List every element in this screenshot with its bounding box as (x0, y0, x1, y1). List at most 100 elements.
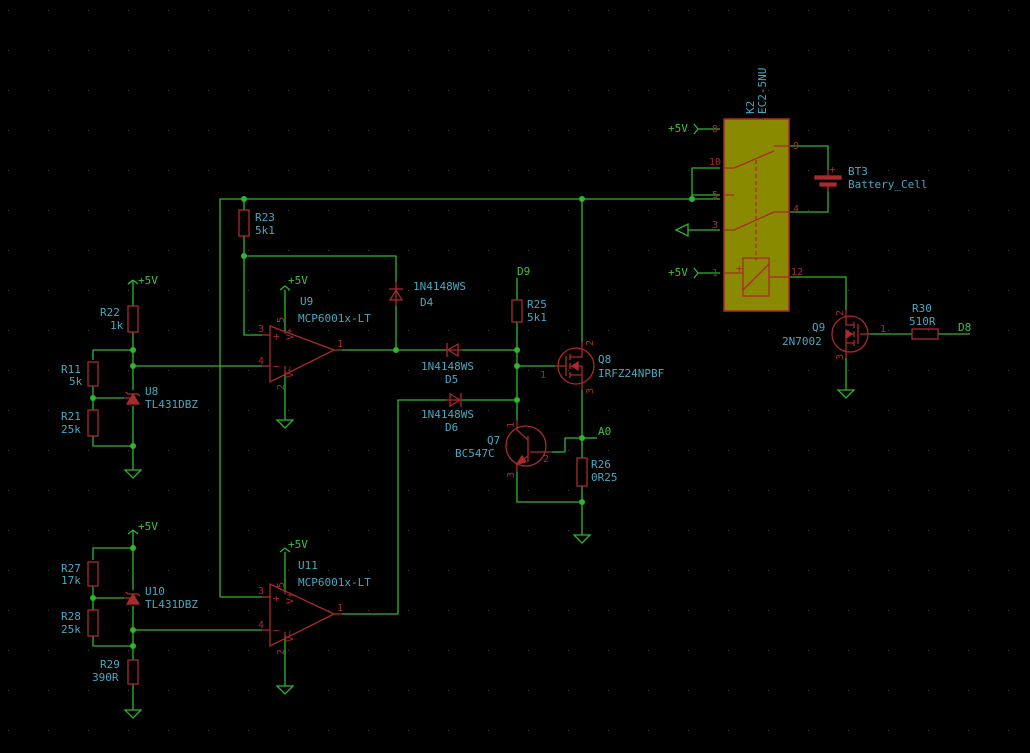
svg-text:2: 2 (543, 454, 549, 465)
net-d9: D9 (517, 265, 530, 278)
mosfet-q8: 1 2 3 Q8 IRFZ24NPBF (540, 340, 664, 394)
svg-text:+: + (736, 262, 743, 275)
svg-text:1k: 1k (110, 319, 124, 332)
svg-text:17k: 17k (61, 574, 81, 587)
grid-dots (8, 10, 1009, 731)
svg-text:510R: 510R (909, 315, 936, 328)
svg-text:5k1: 5k1 (255, 224, 275, 237)
tl431-u10: U10 TL431DBZ (124, 585, 198, 611)
svg-text:Q9: Q9 (812, 321, 825, 334)
svg-text:4: 4 (793, 204, 799, 215)
gnd-symbol (572, 534, 592, 544)
svg-text:R23: R23 (255, 211, 275, 224)
svg-text:R22: R22 (100, 306, 120, 319)
svg-text:5k1: 5k1 (527, 311, 547, 324)
svg-text:−: − (273, 360, 280, 373)
svg-text:R28: R28 (61, 610, 81, 623)
svg-text:10: 10 (709, 157, 721, 168)
gnd-symbol (275, 685, 295, 695)
svg-text:4: 4 (258, 620, 264, 631)
svg-text:V−: V− (285, 630, 296, 642)
net-d8: D8 (958, 321, 971, 334)
svg-text:V+: V+ (285, 328, 296, 340)
gnd-symbol (275, 419, 295, 429)
svg-text:V+: V+ (285, 592, 296, 604)
battery-value: Battery_Cell (848, 178, 927, 191)
svg-text:5: 5 (276, 582, 287, 588)
battery-ref: BT3 (848, 165, 868, 178)
svg-text:+: + (829, 163, 836, 176)
svg-text:1: 1 (506, 422, 517, 428)
relay-k2: 8 10 5 3 1 9 4 12 + K2 EC2-5NU (709, 68, 803, 312)
svg-text:2: 2 (835, 310, 846, 316)
svg-text:1: 1 (337, 603, 343, 614)
svg-text:D6: D6 (445, 421, 458, 434)
battery-bt3: + BT3 Battery_Cell (814, 163, 927, 192)
wires (92, 128, 970, 710)
svg-text:R25: R25 (527, 298, 547, 311)
svg-text:2: 2 (276, 384, 287, 390)
svg-text:R21: R21 (61, 410, 81, 423)
svg-text:3: 3 (506, 472, 517, 478)
svg-text:8: 8 (712, 124, 718, 135)
svg-text:Q8: Q8 (598, 353, 611, 366)
junctions (90, 196, 695, 649)
svg-text:1N4148WS: 1N4148WS (421, 360, 474, 373)
svg-text:IRFZ24NPBF: IRFZ24NPBF (598, 367, 664, 380)
svg-text:390R: 390R (92, 671, 119, 684)
svg-text:BC547C: BC547C (455, 447, 495, 460)
svg-text:V−: V− (285, 366, 296, 378)
vcc-label: +5V (668, 122, 688, 135)
svg-text:TL431DBZ: TL431DBZ (145, 398, 198, 411)
svg-text:0R25: 0R25 (591, 471, 618, 484)
svg-text:+: + (273, 592, 280, 605)
u9-value: MCP6001x-LT (298, 312, 371, 325)
u11-value: MCP6001x-LT (298, 576, 371, 589)
svg-text:1: 1 (880, 324, 886, 335)
svg-text:R27: R27 (61, 562, 81, 575)
net-a0: A0 (598, 425, 611, 438)
opamp-u9: + − V+ V− 3 4 5 2 1 U9 MCP6001x-LT (258, 295, 371, 390)
gnd-symbol (836, 389, 856, 399)
svg-text:1N4148WS: 1N4148WS (421, 408, 474, 421)
svg-text:R29: R29 (100, 658, 120, 671)
svg-text:R26: R26 (591, 458, 611, 471)
resistors: R22 1k R11 5k R21 25k R23 5k1 R25 5k1 R2… (61, 209, 939, 685)
bjt-q7: 1 2 3 Q7 BC547C (455, 420, 552, 478)
vcc-label: +5V (138, 520, 158, 533)
svg-text:−: − (273, 624, 280, 637)
relay-ref: K2 (744, 101, 757, 114)
svg-text:1: 1 (540, 370, 546, 381)
svg-text:2N7002: 2N7002 (782, 335, 822, 348)
svg-text:12: 12 (791, 267, 803, 278)
svg-text:3: 3 (258, 586, 264, 597)
svg-text:Q7: Q7 (487, 434, 500, 447)
svg-text:3: 3 (712, 220, 718, 231)
diodes: 1N4148WS D4 1N4148WS D5 1N4148WS D6 (388, 280, 474, 434)
svg-text:4: 4 (258, 356, 264, 367)
svg-text:25k: 25k (61, 423, 81, 436)
vcc-label: +5V (288, 274, 308, 287)
svg-text:D5: D5 (445, 373, 458, 386)
svg-text:2: 2 (276, 649, 287, 655)
svg-text:9: 9 (793, 141, 799, 152)
opamp-u11: + − V+ V− 3 4 5 2 1 U11 MCP6001x-LT (258, 559, 371, 655)
svg-text:R30: R30 (912, 302, 932, 315)
net-labels: D9 D8 A0 (517, 265, 971, 438)
vcc-label: +5V (288, 538, 308, 551)
svg-text:U8: U8 (145, 385, 158, 398)
u9-ref: U9 (300, 295, 313, 308)
tl431-u8: U8 TL431DBZ (124, 385, 198, 411)
svg-text:5k: 5k (69, 375, 83, 388)
svg-text:3: 3 (585, 388, 596, 394)
mosfet-q9: 1 2 3 Q9 2N7002 (782, 310, 886, 360)
vcc-label: +5V (668, 266, 688, 279)
svg-text:3: 3 (258, 324, 264, 335)
u11-ref: U11 (298, 559, 318, 572)
svg-text:+: + (273, 330, 280, 343)
svg-text:2: 2 (585, 340, 596, 346)
gnd-symbol (123, 469, 143, 479)
vcc-label: +5V (138, 274, 158, 287)
svg-text:U10: U10 (145, 585, 165, 598)
